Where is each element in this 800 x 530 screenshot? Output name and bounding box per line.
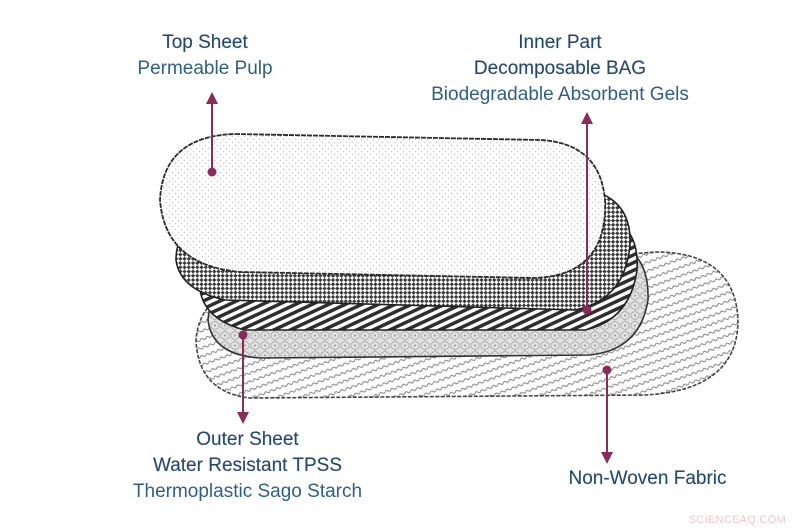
top-sheet-label: Top Sheet Permeable Pulp [100, 30, 310, 82]
non-woven-pointer [601, 365, 613, 464]
outer-sheet-subtitle: Thermoplastic Sago Starch [132, 481, 363, 502]
top-sheet-title: Top Sheet [162, 32, 248, 53]
outer-sheet-label: Outer Sheet Water Resistant TPSS Thermop… [95, 427, 400, 505]
top-sheet-layer [159, 133, 606, 279]
outer-sheet-title2: Water Resistant TPSS [152, 455, 342, 476]
watermark: SCIENCEAQ.COM [688, 514, 786, 526]
non-woven-label: Non-Woven Fabric [545, 466, 750, 492]
top-sheet-pointer [206, 92, 218, 177]
top-sheet-subtitle: Permeable Pulp [137, 58, 273, 79]
non-woven-title: Non-Woven Fabric [568, 468, 727, 489]
inner-part-subtitle: Biodegradable Absorbent Gels [431, 84, 689, 105]
outer-sheet-title: Outer Sheet [196, 429, 299, 450]
inner-part-title: Inner Part [518, 32, 602, 53]
outer-sheet-pointer [237, 330, 249, 424]
inner-part-title2: Decomposable BAG [473, 58, 647, 79]
inner-part-pointer [581, 112, 593, 315]
inner-part-label: Inner Part Decomposable BAG Biodegradabl… [400, 30, 720, 108]
